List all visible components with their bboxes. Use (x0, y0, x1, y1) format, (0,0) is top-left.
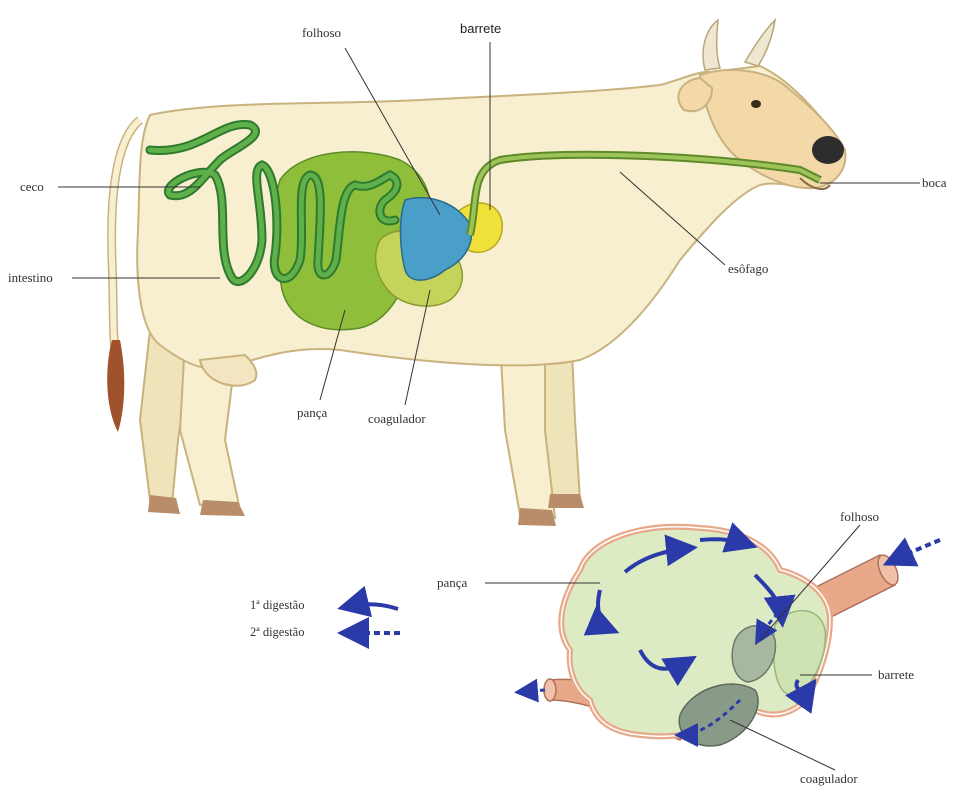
cow-horn-right (745, 20, 775, 66)
legend-arrows (345, 604, 400, 633)
label-ceco: ceco (20, 180, 44, 193)
label-panca: pança (297, 406, 327, 419)
label-folhoso: folhoso (302, 26, 341, 39)
cow-nose (812, 136, 844, 164)
stomach-label-panca: pança (437, 576, 467, 589)
cow-horn-left (703, 20, 720, 70)
legend-arrow-first (345, 604, 398, 609)
cow-eye (751, 100, 761, 108)
stomach-label-barrete: barrete (878, 668, 914, 681)
stomach-label-folhoso: folhoso (840, 510, 879, 523)
stomach-cross-section (544, 527, 902, 746)
label-esofago: esôfago (728, 262, 768, 275)
legend-first-digestion: 1ª digestão (250, 598, 304, 613)
label-coagulador: coagulador (368, 412, 426, 425)
label-boca: boca (922, 176, 947, 189)
stomach-label-coagulador: coagulador (800, 772, 858, 785)
label-barrete: barrete (460, 22, 501, 35)
legend-second-digestion: 2ª digestão (250, 625, 304, 640)
tail-tip (107, 340, 124, 432)
label-intestino: intestino (8, 271, 53, 284)
